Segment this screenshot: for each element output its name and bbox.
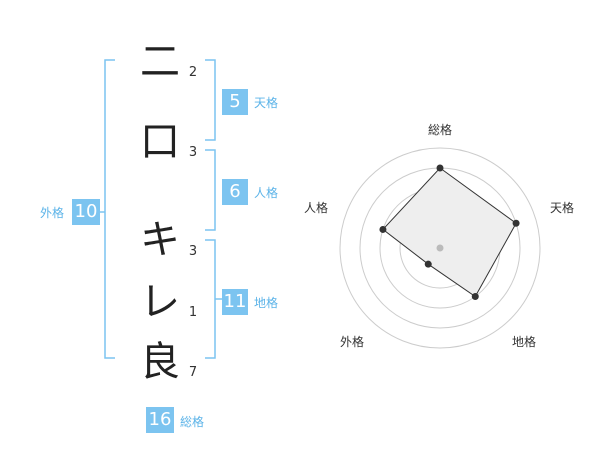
name-char-2: 口 <box>140 119 180 165</box>
name-char-5: 良 <box>140 339 180 385</box>
tenkaku-bracket <box>205 59 216 141</box>
gaikaku-value-badge: 10 <box>72 199 100 225</box>
radar-point-3 <box>424 260 432 268</box>
jinkaku-label: 人格 <box>254 186 279 200</box>
chikaku-value-badge: 11 <box>222 289 248 315</box>
stroke-count-2: 3 <box>188 145 198 160</box>
radar-point-4 <box>379 225 387 233</box>
soukaku-value-badge: 16 <box>146 407 174 433</box>
radar-grid-ring-5 <box>339 147 541 349</box>
radar-axis-label-chikaku: 地格 <box>511 335 536 349</box>
tenkaku-value-badge: 5 <box>222 89 248 115</box>
radar-axis-label-soukaku: 総格 <box>427 123 452 137</box>
radar-data-polygon <box>382 167 517 298</box>
radar-center-dot <box>436 244 444 252</box>
tenkaku-label: 天格 <box>254 96 279 110</box>
soukaku-label: 総格 <box>180 415 205 429</box>
stroke-count-3: 3 <box>188 244 198 259</box>
jinkaku-value-badge: 6 <box>222 179 248 205</box>
chikaku-label: 地格 <box>254 296 279 310</box>
name-char-4: レ <box>140 279 180 325</box>
radar-axis-label-tenkaku: 天格 <box>549 201 574 215</box>
stroke-count-1: 2 <box>188 65 198 80</box>
jinkaku-bracket <box>205 149 216 231</box>
name-char-1: 二 <box>140 39 180 85</box>
radar-point-1 <box>512 219 520 227</box>
stroke-count-5: 7 <box>188 365 198 380</box>
radar-axis-label-jinkaku: 人格 <box>303 201 328 215</box>
radar-axis-label-gaikaku: 外格 <box>339 335 364 349</box>
gaikaku-label: 外格 <box>40 206 65 220</box>
gaikaku-bracket <box>104 59 115 359</box>
name-char-3: キ <box>140 217 180 263</box>
radar-point-2 <box>471 293 479 301</box>
stroke-count-4: 1 <box>188 305 198 320</box>
radar-point-0 <box>436 164 444 172</box>
